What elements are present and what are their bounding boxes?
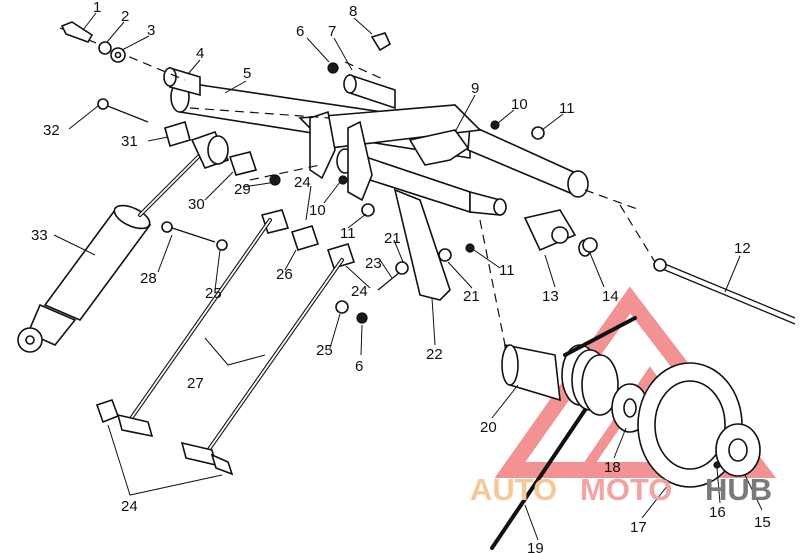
callout-25b: 25 xyxy=(316,342,333,359)
callout-10: 10 xyxy=(511,96,528,113)
callout-21a: 21 xyxy=(384,230,401,247)
callout-10b: 10 xyxy=(309,202,326,219)
callout-6: 6 xyxy=(296,23,304,40)
callout-18: 18 xyxy=(604,459,621,476)
callout-labels: 1 2 3 4 5 6 7 8 9 10 11 12 13 14 15 16 1… xyxy=(31,0,771,553)
watermark-auto: AUTO xyxy=(470,472,557,507)
callout-14: 14 xyxy=(602,288,619,305)
callout-33: 33 xyxy=(31,227,48,244)
callout-30: 30 xyxy=(188,196,205,213)
callout-2: 2 xyxy=(121,8,129,25)
callout-24c: 24 xyxy=(121,498,138,515)
main-frame xyxy=(163,66,592,301)
torsion-spring-assembly xyxy=(490,316,761,550)
watermark-text: AUTO MOTO HUB xyxy=(470,472,772,507)
callout-25a: 25 xyxy=(205,285,222,302)
callout-5: 5 xyxy=(243,65,251,82)
callout-28: 28 xyxy=(140,270,157,287)
callout-11b: 11 xyxy=(340,225,356,242)
callout-16: 16 xyxy=(709,504,726,521)
callout-11c: 11 xyxy=(499,262,515,279)
callout-23: 23 xyxy=(365,255,382,272)
callout-15: 15 xyxy=(754,514,771,531)
callout-24b: 24 xyxy=(351,283,368,300)
callout-1: 1 xyxy=(93,0,101,16)
callout-22: 22 xyxy=(426,346,443,363)
callout-32: 32 xyxy=(43,122,60,139)
watermark-hub: HUB xyxy=(705,472,772,507)
callout-27: 27 xyxy=(187,375,204,392)
callout-13: 13 xyxy=(542,288,559,305)
callout-12: 12 xyxy=(734,240,751,257)
callout-7: 7 xyxy=(328,23,336,40)
callout-24a: 24 xyxy=(294,174,311,191)
callout-26: 26 xyxy=(276,266,293,283)
callout-3: 3 xyxy=(147,22,155,39)
callout-21b: 21 xyxy=(463,288,480,305)
leader-lines xyxy=(53,12,763,541)
callout-29: 29 xyxy=(234,181,251,198)
watermark-moto: MOTO xyxy=(580,472,672,507)
callout-20: 20 xyxy=(480,419,497,436)
fasteners xyxy=(60,21,796,325)
callout-17: 17 xyxy=(630,519,647,536)
shock-absorber xyxy=(17,131,230,353)
callout-4: 4 xyxy=(196,45,204,62)
callout-31: 31 xyxy=(121,133,138,150)
callout-11: 11 xyxy=(559,100,575,117)
callout-8: 8 xyxy=(349,3,357,20)
callout-6b: 6 xyxy=(355,358,363,375)
link-rods xyxy=(95,218,344,476)
callout-19: 19 xyxy=(527,540,544,553)
callout-9: 9 xyxy=(471,80,479,97)
